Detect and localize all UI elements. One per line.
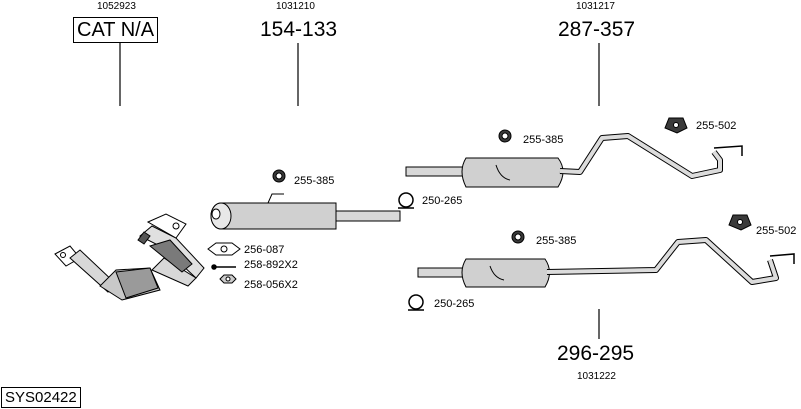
diagram-code: SYS02422	[1, 387, 81, 408]
rear-silencer-upper-drawing	[405, 133, 743, 188]
label-mount-a: 255-385	[294, 175, 335, 187]
label-hanger-a: 255-502	[696, 120, 737, 132]
assembly-ref-1: 1052923	[97, 1, 136, 12]
label-hanger-b: 255-502	[756, 225, 797, 237]
clamp-icon	[398, 192, 424, 311]
label-clamp-a: 250-265	[422, 195, 463, 207]
assembly-ref-2: 1031210	[276, 1, 315, 12]
assembly-ref-4: 1031222	[577, 371, 616, 382]
part-number-154-133: 154-133	[260, 18, 338, 41]
middle-silencer-drawing	[210, 193, 401, 230]
label-clamp-b: 250-265	[434, 298, 475, 310]
assembly-ref-3: 1031217	[576, 1, 615, 12]
label-bolt: 258-892X2	[244, 259, 298, 271]
label-gasket: 256-087	[244, 244, 285, 256]
catalytic-converter-drawing	[54, 213, 205, 301]
label-nut: 258-056X2	[244, 279, 298, 291]
gasket-icon	[207, 242, 241, 256]
part-number-cat: CAT N/A	[73, 17, 159, 43]
rubber-mount-icon	[272, 117, 752, 244]
nut-icon	[219, 274, 237, 284]
part-number-296-295: 296-295	[557, 342, 635, 365]
rear-silencer-lower-drawing	[417, 237, 795, 288]
label-mount-c: 255-385	[536, 235, 577, 247]
part-number-287-357: 287-357	[558, 18, 636, 41]
bolt-icon	[211, 264, 236, 270]
label-mount-b: 255-385	[523, 134, 564, 146]
